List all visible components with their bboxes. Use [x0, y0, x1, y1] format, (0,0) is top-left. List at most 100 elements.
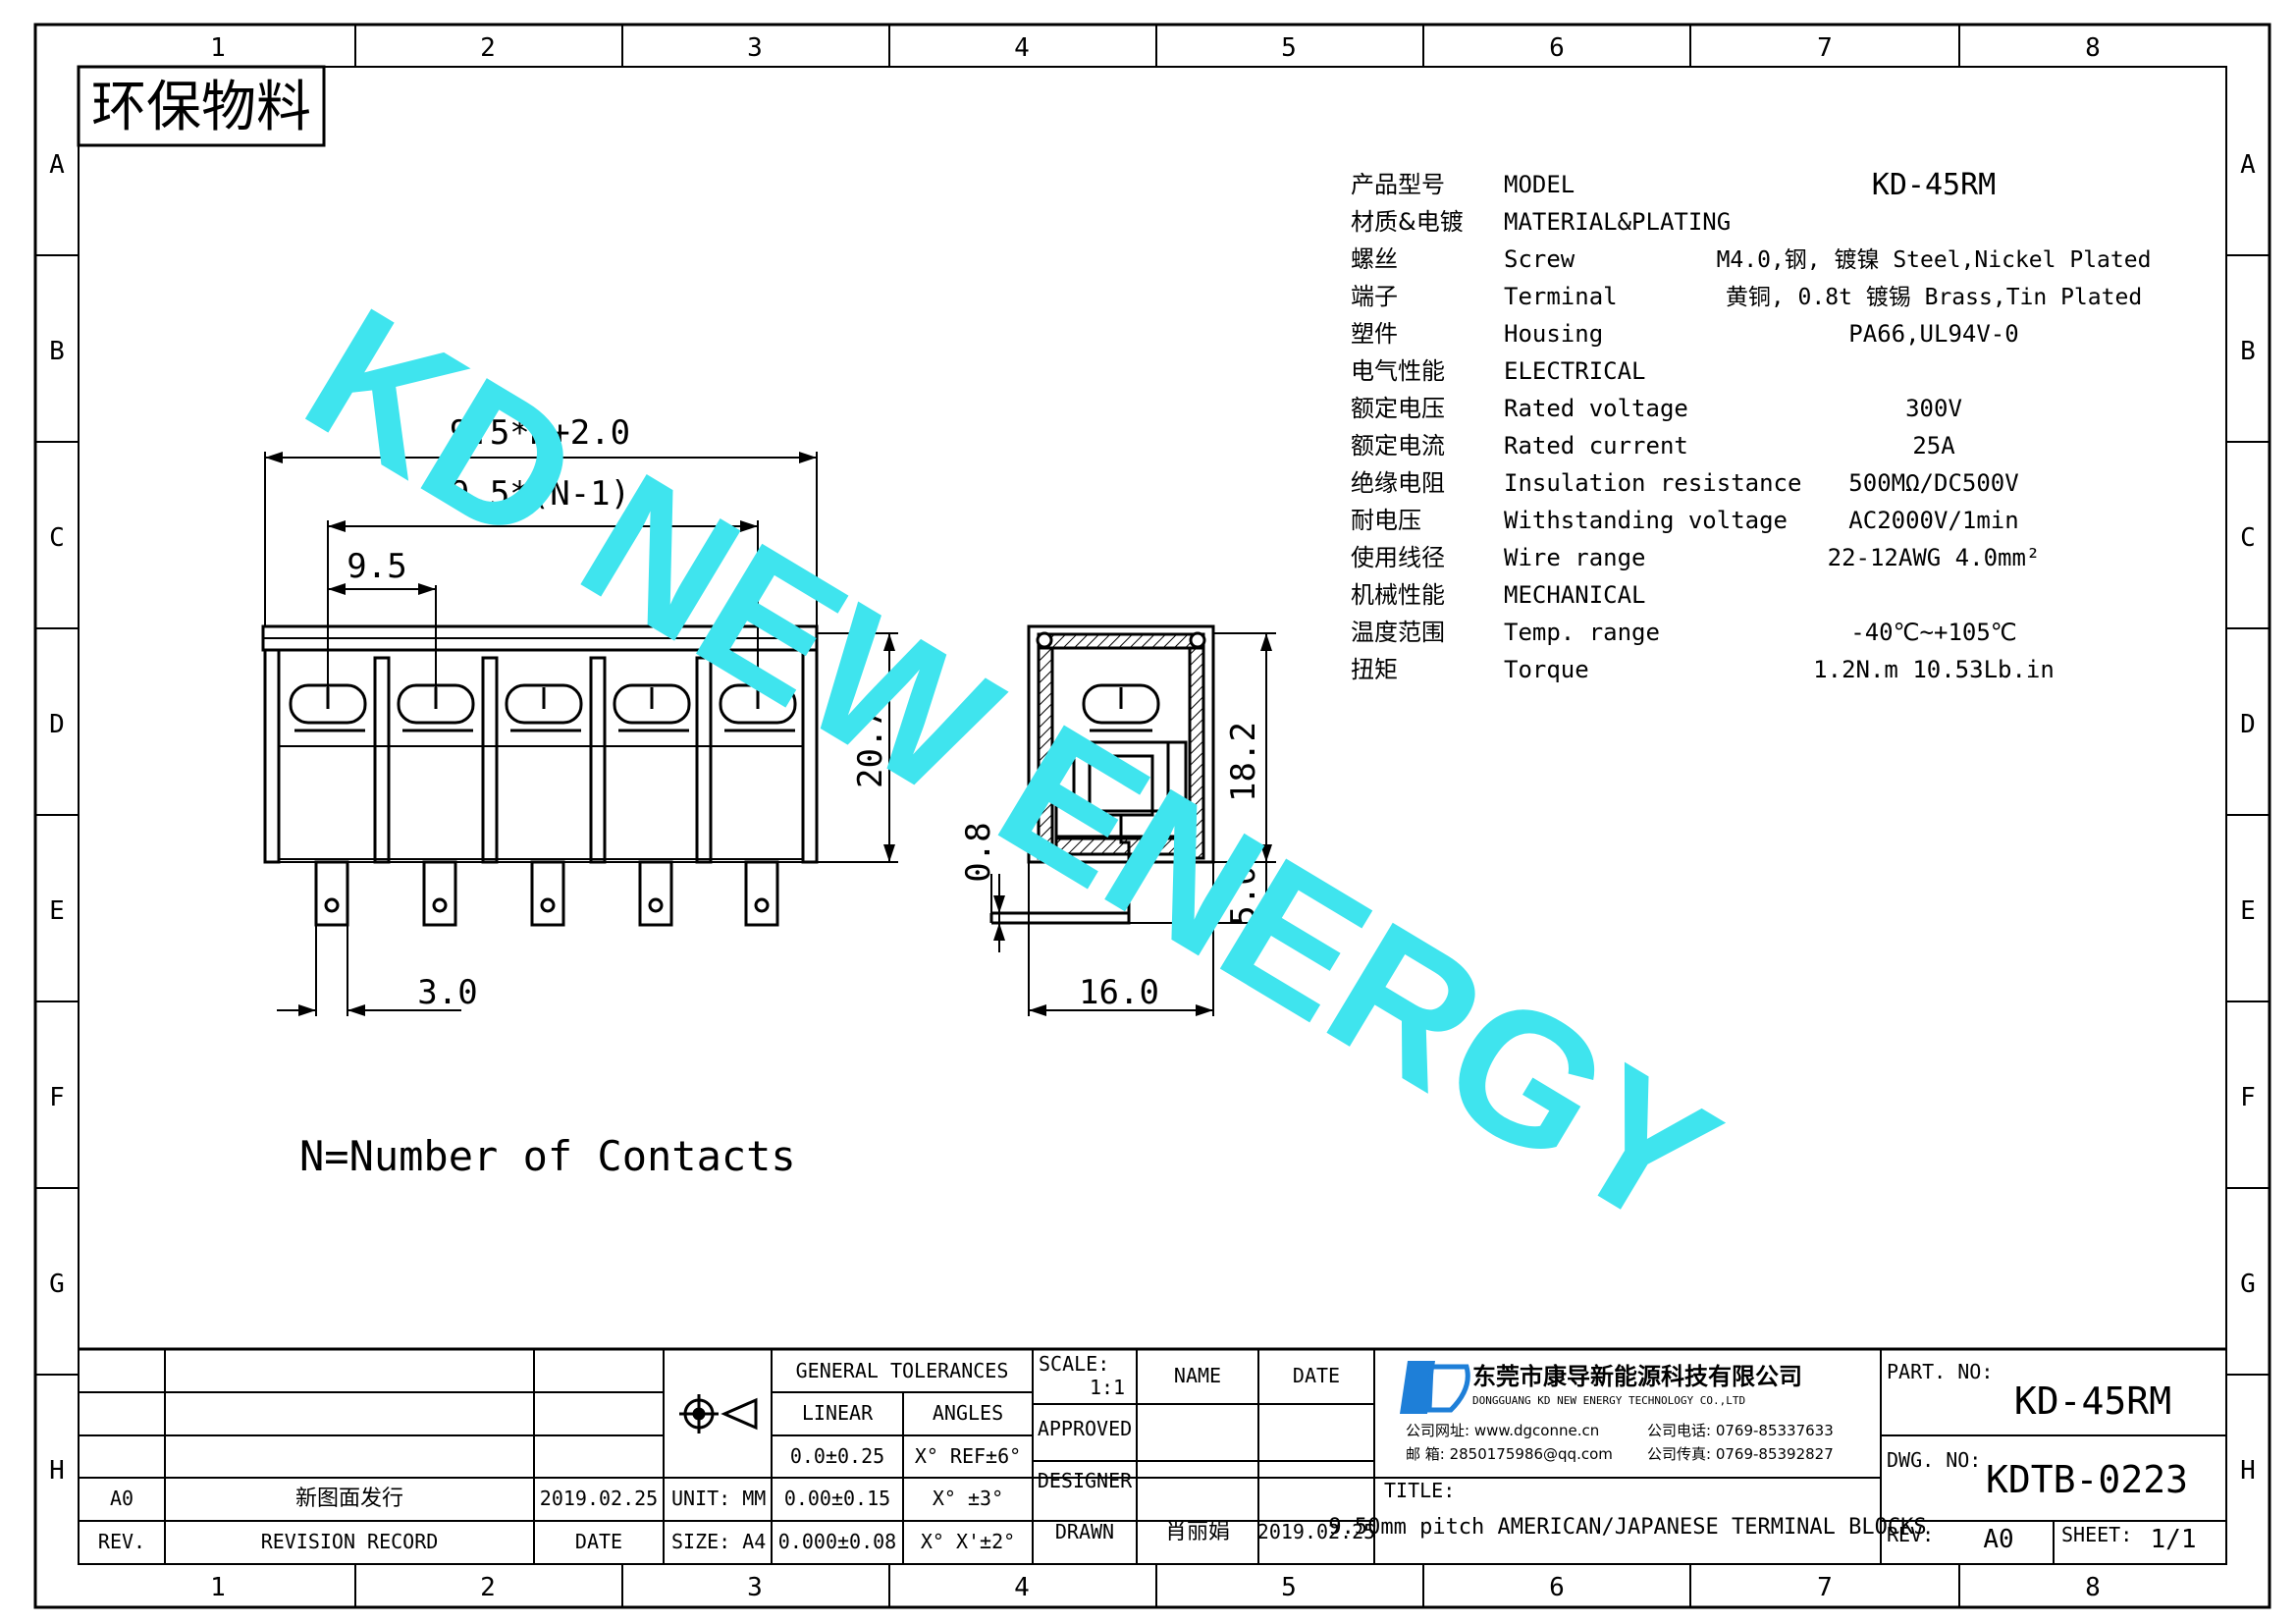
col-label-bottom: 6: [1549, 1573, 1565, 1602]
spec-en: Wire range: [1504, 544, 1646, 571]
screw-4: [613, 683, 691, 725]
title-block: [79, 1347, 2226, 1564]
eco-material-stamp: 环保物料: [77, 65, 326, 147]
row-label-right: C: [2240, 523, 2256, 553]
spec-cn: 产品型号: [1351, 171, 1445, 198]
scale-label: SCALE:: [1039, 1352, 1109, 1376]
company-email: 邮 箱: 2850175986@qq.com: [1406, 1445, 1613, 1463]
col-label-top: 1: [210, 33, 226, 63]
frame-grid-lines: [35, 25, 2269, 1607]
sheet-label: SHEET:: [2061, 1523, 2132, 1546]
screw-heads: [289, 683, 797, 732]
dwg-label: DWG. NO:: [1887, 1448, 1981, 1472]
spec-en: Torque: [1504, 656, 1589, 683]
row-label-left: B: [49, 337, 65, 366]
projection-symbol-icon: [679, 1394, 758, 1434]
row-label-right: E: [2240, 896, 2256, 926]
approved-label: APPROVED: [1038, 1417, 1132, 1440]
front-dimensions: [264, 452, 898, 1016]
rev-value: A0: [1983, 1525, 2013, 1554]
rev-code: A0: [110, 1487, 133, 1510]
drawn-date: 2019.02.25: [1257, 1520, 1375, 1543]
pin-1: [314, 860, 349, 927]
title-label: TITLE:: [1384, 1479, 1455, 1502]
col-label-top: 5: [1281, 33, 1297, 63]
front-dimension-text: 9.5*N+2.0 9.5*(N-1) 9.5 20.7 3.0: [347, 413, 890, 1012]
row-label-right: B: [2240, 337, 2256, 366]
unit-label: UNIT: MM: [671, 1487, 766, 1510]
side-housing: [1027, 624, 1215, 864]
pin-3: [530, 860, 565, 927]
dim-side-height: 18.2: [1224, 722, 1263, 802]
dwg-number: KDTB-0223: [1986, 1458, 2188, 1501]
spec-en: MECHANICAL: [1504, 581, 1646, 609]
ang-3: X° X'±2°: [921, 1530, 1015, 1553]
row-label-left: D: [49, 710, 65, 739]
spec-cn: 端子: [1351, 283, 1398, 310]
end-wall-left: [263, 648, 281, 864]
spec-en: Insulation resistance: [1504, 469, 1801, 497]
name-header: NAME: [1174, 1364, 1221, 1387]
tol-2: 0.00±0.15: [784, 1487, 890, 1510]
pin-4: [638, 860, 673, 927]
tol-1: 0.0±0.25: [790, 1444, 884, 1468]
company-name-cn: 东莞市康导新能源科技有限公司: [1472, 1363, 1802, 1390]
dim-side-width: 16.0: [1079, 973, 1159, 1012]
dim-overall: 9.5*N+2.0: [450, 413, 630, 453]
dim-pin-length: 5.0: [1224, 865, 1263, 925]
row-label-right: A: [2240, 150, 2256, 180]
spec-en: MATERIAL&PLATING: [1504, 208, 1731, 236]
dim-pin-width: 3.0: [417, 973, 477, 1012]
col-label-bottom: 1: [210, 1573, 226, 1602]
screw-3: [505, 683, 583, 725]
size-label: SIZE: A4: [671, 1530, 766, 1553]
col-label-bottom: 3: [747, 1573, 763, 1602]
record-header: REVISION RECORD: [261, 1530, 439, 1553]
rev-desc: 新图面发行: [295, 1487, 403, 1511]
col-label-top: 7: [1817, 33, 1833, 63]
col-label-top: 4: [1014, 33, 1030, 63]
col-label-top: 8: [2085, 33, 2101, 63]
dim-thickness: 0.8: [959, 822, 998, 882]
spec-cn: 塑件: [1351, 320, 1398, 348]
barrier-4: [695, 656, 713, 864]
spec-value: 22-12AWG 4.0mm²: [1828, 544, 2041, 571]
linear-label: LINEAR: [802, 1401, 874, 1425]
row-label-left: C: [49, 523, 65, 553]
rev-date: 2019.02.25: [540, 1487, 658, 1510]
spec-en: Terminal: [1504, 283, 1618, 310]
spec-en: Withstanding voltage: [1504, 507, 1788, 534]
side-screw: [1082, 683, 1160, 725]
row-label-right: G: [2240, 1270, 2256, 1299]
spec-en: MODEL: [1504, 171, 1575, 198]
col-label-bottom: 8: [2085, 1573, 2101, 1602]
spec-cn: 使用线径: [1351, 544, 1445, 571]
dim-pitch-span: 9.5*(N-1): [450, 474, 630, 514]
company-name-en: DONGGUANG KD NEW ENERGY TECHNOLOGY CO.,L…: [1472, 1394, 1745, 1407]
spec-value: 300V: [1905, 395, 1962, 422]
grid-labels: 1 2 3 4 5 6 7 8 1 2 3 4 5 6 7 8 A B C D …: [49, 33, 2256, 1602]
title-text: 9.50mm pitch AMERICAN/JAPANESE TERMINAL …: [1328, 1515, 1926, 1540]
spec-en: Temp. range: [1504, 619, 1660, 646]
row-label-left: A: [49, 150, 65, 180]
col-label-bottom: 2: [480, 1573, 496, 1602]
col-label-top: 6: [1549, 33, 1565, 63]
spec-en: Rated voltage: [1504, 395, 1688, 422]
spec-value: PA66,UL94V-0: [1848, 320, 2018, 348]
barrier-1: [373, 656, 391, 864]
part-number: KD-45RM: [2014, 1380, 2171, 1423]
row-label-right: F: [2240, 1083, 2256, 1112]
side-top-hatch: [1037, 632, 1205, 650]
spec-value: 1.2N.m 10.53Lb.in: [1813, 656, 2055, 683]
drawn-label: DRAWN: [1055, 1520, 1114, 1543]
row-label-left: G: [49, 1270, 65, 1299]
designer-label: DESIGNER: [1038, 1469, 1133, 1492]
spec-cn: 螺丝: [1351, 245, 1398, 273]
spec-value: M4.0,钢, 镀镍 Steel,Nickel Plated: [1717, 247, 2152, 273]
spec-cn: 额定电流: [1351, 432, 1445, 460]
spec-value: AC2000V/1min: [1848, 507, 2018, 534]
rev-label: REV:: [1887, 1523, 1934, 1546]
side-view: [989, 624, 1215, 925]
col-label-bottom: 4: [1014, 1573, 1030, 1602]
